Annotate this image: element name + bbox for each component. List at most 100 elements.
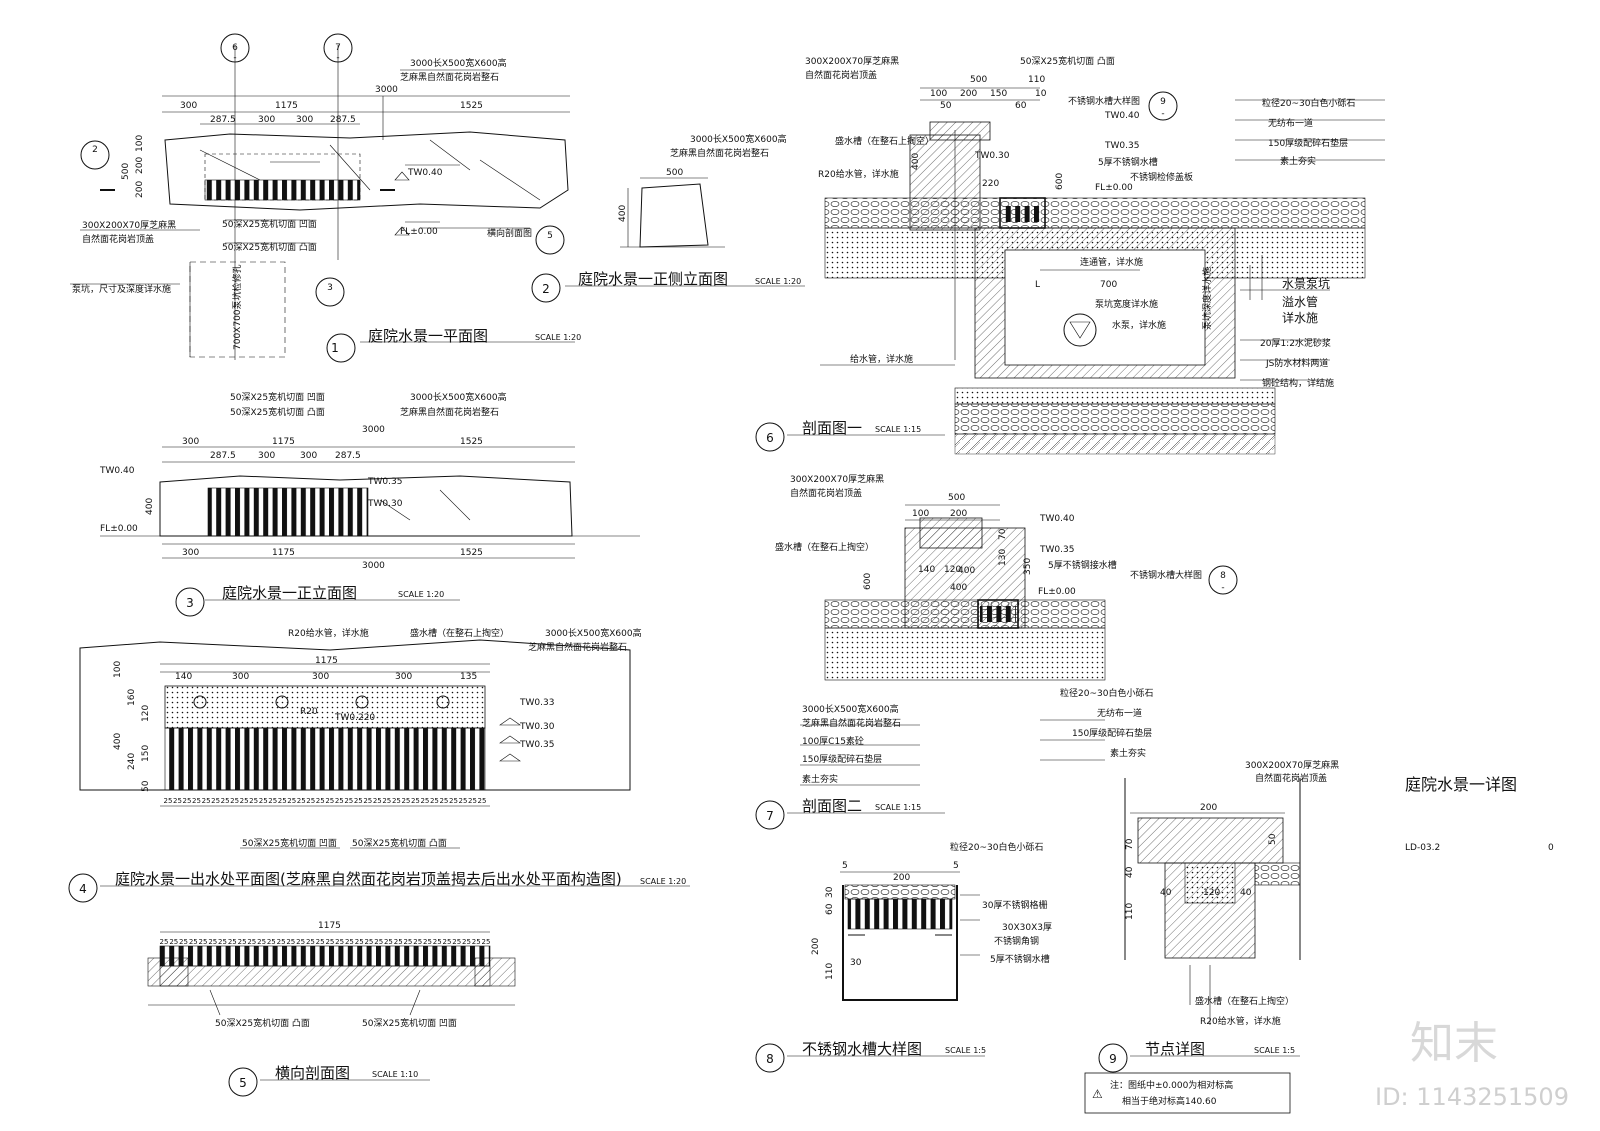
note-line2: 相当于绝对标高140.60: [1122, 1095, 1217, 1107]
v7-v350: 350: [1023, 558, 1033, 575]
v4-vdim-2: 160: [127, 689, 137, 706]
v9-vdim-50: 50: [1268, 833, 1278, 845]
v6-d150: 150: [990, 89, 1007, 99]
tooth-width-label: 25: [478, 797, 487, 805]
tooth-width-label: 25: [211, 797, 220, 805]
v1-cap2: 自然面花岗岩顶盖: [82, 233, 154, 245]
v4-dim-4: 300: [395, 672, 412, 682]
tooth-width-label: 25: [164, 797, 173, 805]
v8-dim-2: 200: [893, 873, 910, 883]
v3-sub-2: 300: [258, 451, 275, 461]
v6-v220: 220: [982, 179, 999, 189]
v4-vdim-3: 120: [141, 705, 151, 722]
v8-grate: 30厚不锈钢格栅: [982, 899, 1047, 911]
v6-cut-out: 50深X25宽机切面 凸面: [1020, 55, 1115, 67]
view5-scale: SCALE 1:10: [372, 1070, 418, 1079]
v8-vdim-3: 200: [811, 938, 821, 955]
tooth-width-label: 25: [482, 938, 491, 946]
v4-cut-out: 50深X25宽机切面 凸面: [352, 837, 447, 849]
tooth-width-label: 25: [384, 938, 393, 946]
tooth-width-label: 25: [462, 938, 471, 946]
tooth-width-label: 25: [297, 797, 306, 805]
tooth-width-label: 25: [257, 938, 266, 946]
tooth-width-label: 25: [267, 938, 276, 946]
v6-d110: 110: [1028, 75, 1045, 85]
tooth-width-label: 25: [430, 797, 439, 805]
v1-two: TW0.40: [407, 168, 443, 178]
v6-v400: 400: [911, 153, 921, 170]
v7-v130: 130: [998, 549, 1008, 566]
v4-r20: R20: [300, 707, 318, 717]
tooth-width-label: 25: [374, 938, 383, 946]
v1-dim-300: 300: [180, 101, 197, 111]
tooth-width-label: 25: [230, 797, 239, 805]
v2-stone: 3000长X500宽X600高: [690, 133, 787, 145]
view7-scale: SCALE 1:15: [875, 803, 921, 812]
v4-stone2: 芝麻黑自然面花岗岩整石: [528, 641, 627, 653]
v6-d500: 500: [970, 75, 987, 85]
v7-d140: 140: [918, 565, 935, 575]
view4-scale: SCALE 1:20: [640, 877, 686, 886]
watermark-brand: 知末: [1410, 1018, 1498, 1069]
v1-sub-1: 287.5: [210, 115, 236, 125]
v7-v70: 70: [998, 528, 1008, 540]
tooth-width-label: 25: [413, 938, 422, 946]
tooth-width-label: 25: [316, 797, 325, 805]
view6-section: [755, 87, 1385, 455]
tooth-width-label: 25: [325, 938, 334, 946]
view3-texts: 3 庭院水景一正立面图 SCALE 1:20 300 1175 1525 300…: [99, 391, 507, 610]
v6-two35: TW0.35: [1104, 141, 1139, 151]
tooth-width-label: 25: [286, 938, 295, 946]
v6-pipe: R20给水管，详水施: [818, 168, 899, 180]
v3-stone: 3000长X500宽X600高: [410, 391, 507, 403]
tooth-width-label: 25: [179, 938, 188, 946]
sheet-title: 庭院水景一详图: [1405, 775, 1517, 794]
callout-5: 5: [547, 231, 553, 241]
v7-cap2: 自然面花岗岩顶盖: [790, 487, 862, 499]
v7-geo: 无纺布一道: [1097, 707, 1142, 719]
tooth-width-label: 25: [202, 797, 211, 805]
v3-dim-300: 300: [182, 437, 199, 447]
v9-cap2: 自然面花岗岩顶盖: [1255, 772, 1327, 784]
v4-two220: TW0.220: [334, 713, 375, 723]
tooth-width-label: 25: [363, 797, 372, 805]
tooth-width-label: 25: [355, 938, 364, 946]
v7-gravel: 粒径20~30白色小砾石: [1060, 687, 1153, 699]
v8-angle: 30X30X3厚: [1002, 922, 1052, 933]
v4-vdim-5: 150: [141, 745, 151, 762]
view3-title: 庭院水景一正立面图: [222, 584, 357, 602]
view6-title: 剖面图一: [802, 419, 862, 437]
v6-d10: 10: [1035, 89, 1047, 99]
tooth-width-label: 25: [268, 797, 277, 805]
v7-soil: 素土夯实: [1110, 747, 1146, 759]
v6-two40: TW0.40: [1104, 111, 1140, 121]
view1-num: 1: [331, 341, 339, 355]
v6-d50: 50: [940, 101, 952, 111]
v4-pipe: R20给水管，详水施: [288, 627, 369, 639]
v4-vdim-1: 100: [113, 661, 123, 678]
tooth-width-label: 25: [160, 938, 169, 946]
view5-section: [147, 931, 516, 1097]
note-icon: ⚠: [1092, 1087, 1103, 1101]
tooth-width-label: 25: [423, 938, 432, 946]
v1-stone: 3000长X500宽X600高: [410, 57, 507, 69]
tooth-width-label: 25: [325, 797, 334, 805]
view8-num: 8: [766, 1052, 774, 1066]
callout-8-ref: 8: [1220, 571, 1226, 581]
v7-d120: 120: [944, 565, 961, 575]
note-line1: 注：图纸中±0.000为相对标高: [1110, 1079, 1233, 1091]
v4-trough: 盛水槽（在整石上掏空）: [410, 627, 509, 639]
v8-sst: 5厚不锈钢水槽: [990, 953, 1050, 965]
v6-js: JS防水材料两道: [1265, 357, 1328, 369]
tooth-width-label: 25: [277, 938, 286, 946]
view2-texts: 2 庭院水景一正侧立面图 SCALE 1:20 3000长X500宽X600高 …: [542, 133, 801, 296]
v6-cover: 不锈钢检修盖板: [1130, 171, 1193, 183]
view1-plan: [70, 33, 575, 363]
tooth-width-label: 25: [472, 938, 481, 946]
v7-ref: 不锈钢水槽大样图: [1130, 569, 1202, 581]
callout-6-sheet: -: [233, 53, 236, 63]
tooth-width-label: 25: [344, 797, 353, 805]
view8-scale: SCALE 1:5: [945, 1046, 986, 1055]
view2-scale: SCALE 1:20: [755, 277, 801, 286]
